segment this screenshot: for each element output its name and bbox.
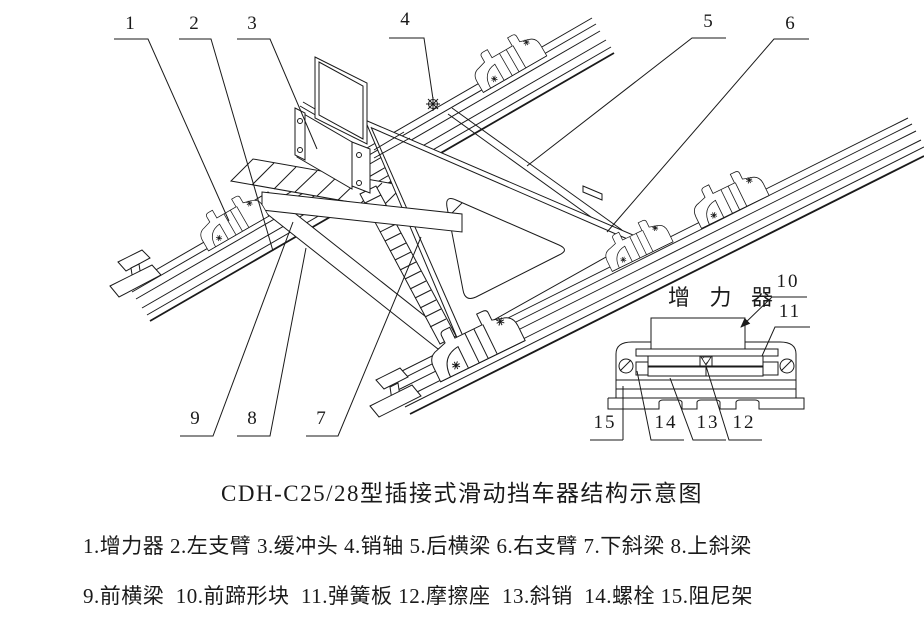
rear-cross-beam [447,107,623,236]
detail-callout-leaders [590,296,810,441]
callout-number-2: 2 [189,13,201,34]
callout-number-8: 8 [247,408,259,429]
callout-number-5: 5 [703,11,715,32]
callout-number-7: 7 [316,408,328,429]
technical-drawing-canvas [109,17,924,441]
detail-notched-base [607,397,805,410]
main-isometric-drawing [109,17,924,418]
callout-number-13: 13 [696,412,720,433]
figure-title: CDH-C25/28型插接式滑动挡车器结构示意图 [221,481,703,506]
detail-view-label: 增 力 器 [668,285,781,310]
callout-number-3: 3 [247,13,259,34]
detail-view [590,296,810,441]
front-rail-end-profile [369,367,422,418]
callout-number-15: 15 [593,412,617,433]
legend-line-2: 9.前横梁 10.前蹄形块 11.弹簧板 12.摩擦座 13.斜销 14.螺栓 … [83,584,753,608]
callout-number-9: 9 [190,408,202,429]
right-support-arm-plate [364,119,642,341]
callout-number-1: 1 [125,13,137,34]
callout-number-11: 11 [778,301,802,322]
callout-leaders [114,37,809,437]
detail-bolt-left [618,358,634,374]
callout-number-12: 12 [732,412,756,433]
buffer-head [294,56,411,194]
callout-number-6: 6 [785,13,797,34]
inclined-pin-wedge [700,356,712,366]
callout-number-4: 4 [400,9,412,30]
legend-line-1: 1.增力器 2.左支臂 3.缓冲头 4.销轴 5.后横梁 6.右支臂 7.下斜梁… [83,534,752,558]
callout-number-14: 14 [654,412,678,433]
callout-number-10: 10 [776,271,800,292]
rear-rail-end-profile [109,249,162,298]
detail-bolt-right [779,358,795,374]
pin-shaft [426,97,440,111]
